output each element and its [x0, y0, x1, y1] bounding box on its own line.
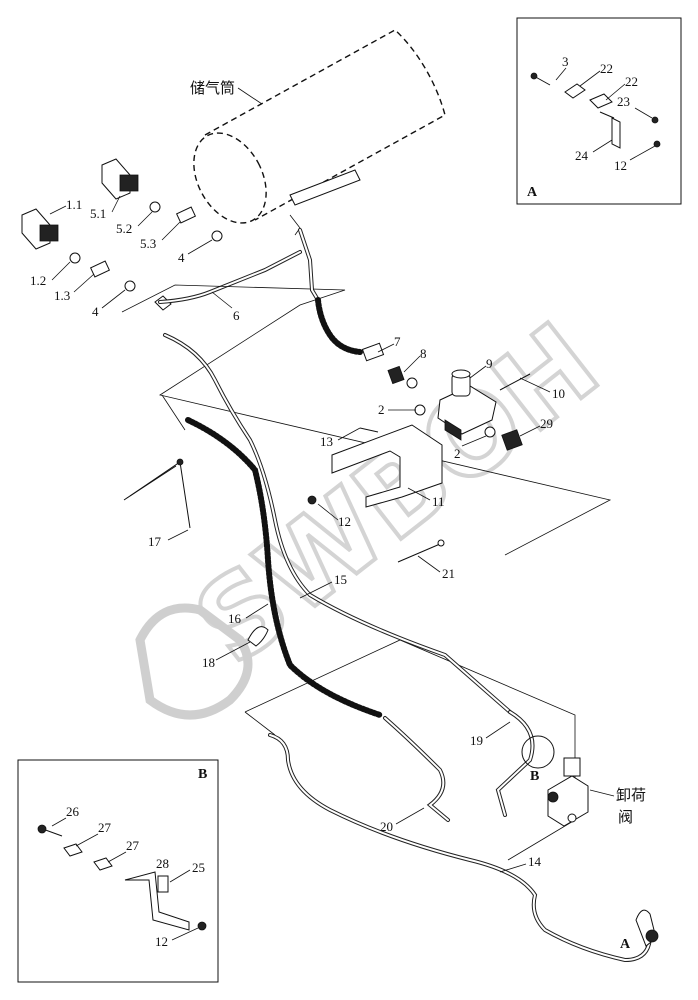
callout-a-12: 12: [614, 158, 627, 173]
callout-21: 21: [442, 566, 455, 581]
inset-b: B 26 27 27 28 25 12: [17, 759, 219, 983]
callout-b-27-2: 27: [126, 838, 140, 853]
inset-a: A 3 22 22 23 24 12: [516, 17, 682, 205]
callout-b-25: 25: [192, 860, 205, 875]
hose-16: [185, 417, 383, 718]
bolt-10: [499, 373, 531, 391]
bracket-11: [331, 424, 443, 508]
callout-12: 12: [338, 514, 351, 529]
marker-a: A: [620, 937, 631, 952]
callout-15: 15: [334, 572, 347, 587]
air-tank: [193, 29, 446, 236]
callout-2-1: 2: [378, 402, 385, 417]
callout-14: 14: [528, 854, 542, 869]
callout-16: 16: [228, 611, 242, 626]
callout-9: 9: [486, 356, 493, 371]
callout-20: 20: [380, 819, 393, 834]
valve-9: [437, 369, 497, 441]
callout-b-26: 26: [66, 804, 80, 819]
callout-19: 19: [470, 733, 483, 748]
marker-b: B: [530, 769, 539, 784]
callout-b-12: 12: [155, 934, 168, 949]
left-fittings: [21, 158, 223, 311]
callout-17: 17: [148, 534, 162, 549]
callout-b-28: 28: [156, 856, 169, 871]
callout-8: 8: [420, 346, 427, 361]
tank-label: 储气筒: [190, 79, 235, 97]
tank-hose: [315, 297, 363, 355]
unloader-valve: [521, 735, 589, 827]
fitting-8: [387, 365, 405, 385]
tank-leader: [237, 87, 263, 105]
unloader-label-2: 阀: [618, 808, 633, 826]
tie-21: [397, 543, 441, 563]
callout-a-22-1: 22: [600, 61, 613, 76]
callout-18: 18: [202, 655, 215, 670]
callout-a-24: 24: [575, 148, 589, 163]
fitting-29: [501, 429, 523, 451]
guide-line-lower: [244, 639, 576, 861]
callout-11: 11: [432, 494, 445, 509]
callout-29: 29: [540, 416, 553, 431]
callout-a-23: 23: [617, 94, 630, 109]
callout-b-27-1: 27: [98, 820, 112, 835]
callout-5-1: 5.1: [90, 206, 106, 221]
fitting-7: [361, 342, 385, 362]
guide-line-upper: [121, 284, 612, 556]
unloader-label-1: 卸荷: [616, 786, 646, 804]
callout-1-3: 1.3: [54, 288, 70, 303]
pipe-14: [268, 733, 652, 963]
callout-7: 7: [394, 334, 401, 349]
inset-a-title: A: [527, 185, 538, 200]
callout-1-1: 1.1: [66, 197, 82, 212]
callout-5-2: 5.2: [116, 221, 132, 236]
callout-6: 6: [233, 308, 240, 323]
callout-10: 10: [552, 386, 565, 401]
callout-4-1: 4: [92, 304, 99, 319]
callout-2-2: 2: [454, 446, 461, 461]
clip-18: [247, 626, 269, 647]
callout-a-3: 3: [562, 54, 569, 69]
callout-4-2: 4: [178, 250, 185, 265]
callout-a-22-2: 22: [625, 74, 638, 89]
callout-13: 13: [320, 434, 333, 449]
callout-1-2: 1.2: [30, 273, 46, 288]
callout-5-3: 5.3: [140, 236, 156, 251]
bracket-17: [123, 461, 191, 529]
watermark-logo-icon: [135, 603, 253, 720]
inset-b-title: B: [198, 767, 207, 782]
